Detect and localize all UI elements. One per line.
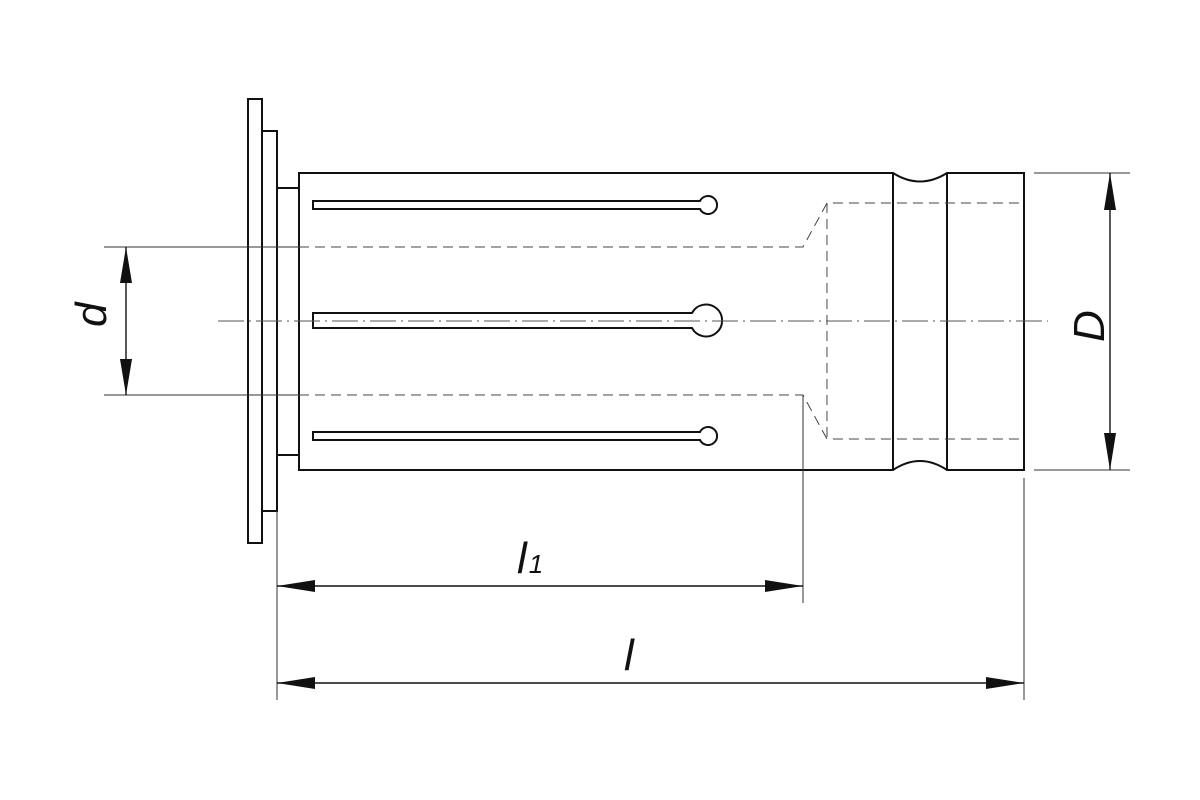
- l1-arrow-left: [277, 580, 315, 592]
- d-arrow-top: [120, 247, 132, 283]
- slot-top: [312, 195, 719, 215]
- l1-arrow-right: [765, 580, 803, 592]
- bore-hidden-bottom: [299, 394, 1024, 440]
- l1-dimension-label: l1: [517, 534, 543, 583]
- slot-bottom: [312, 426, 719, 446]
- l-dimension-label: l: [624, 631, 635, 680]
- d-arrow-bottom: [120, 359, 132, 395]
- l1-label-main: l: [517, 534, 528, 583]
- collet-body-outline: [298, 172, 1025, 471]
- l1-label-subscript: 1: [529, 549, 543, 579]
- l-arrow-left: [277, 677, 315, 689]
- D-dimension-label: D: [1065, 310, 1114, 342]
- D-arrow-bottom: [1104, 433, 1116, 470]
- l-arrow-right: [986, 677, 1024, 689]
- D-arrow-top: [1104, 173, 1116, 210]
- d-dimension-label: d: [67, 301, 116, 327]
- bore-hidden-top: [299, 202, 1024, 248]
- slot-middle: [312, 303, 724, 338]
